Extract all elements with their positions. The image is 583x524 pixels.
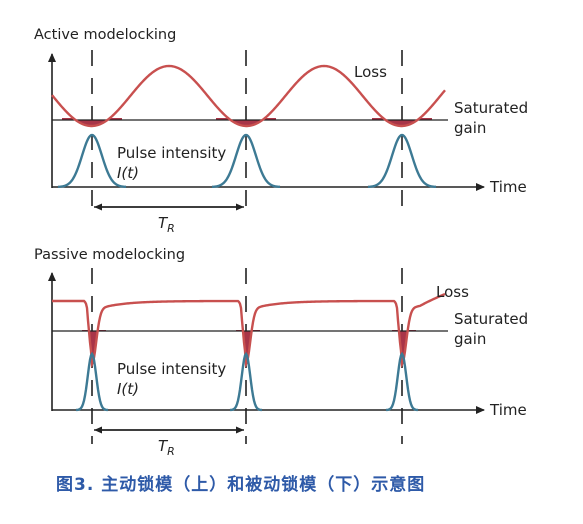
active-pulses xyxy=(57,133,437,189)
passive-gain-label-1: Saturated xyxy=(454,310,528,328)
passive-pulse-label-1: Pulse intensity xyxy=(117,360,226,378)
active-pulse-label-1: Pulse intensity xyxy=(117,144,226,162)
passive-pulses xyxy=(75,351,419,412)
active-gain-label-1: Saturated xyxy=(454,99,528,117)
passive-loss-curve xyxy=(52,292,446,369)
active-panel: Active modelocking Loss Saturated gain P… xyxy=(34,27,528,235)
active-net-gain-regions xyxy=(62,118,432,126)
active-gain-label-2: gain xyxy=(454,119,486,137)
passive-panel: Passive modelocking Loss Saturated gain … xyxy=(34,247,528,458)
active-pulse-label-2: I(t) xyxy=(117,164,139,182)
active-time-label: Time xyxy=(489,178,527,196)
active-period-label: TR xyxy=(158,214,175,235)
passive-period-label: TR xyxy=(158,437,175,458)
passive-pulse-label-2: I(t) xyxy=(117,380,139,398)
figure-caption: 图3. 主动锁模（上）和被动锁模（下）示意图 xyxy=(56,474,425,495)
passive-gain-label-2: gain xyxy=(454,330,486,348)
active-title: Active modelocking xyxy=(34,27,176,43)
passive-title: Passive modelocking xyxy=(34,247,185,263)
passive-time-label: Time xyxy=(489,401,527,419)
passive-loss-label: Loss xyxy=(436,283,469,301)
active-loss-curve xyxy=(51,64,446,128)
active-loss-label: Loss xyxy=(354,63,387,81)
